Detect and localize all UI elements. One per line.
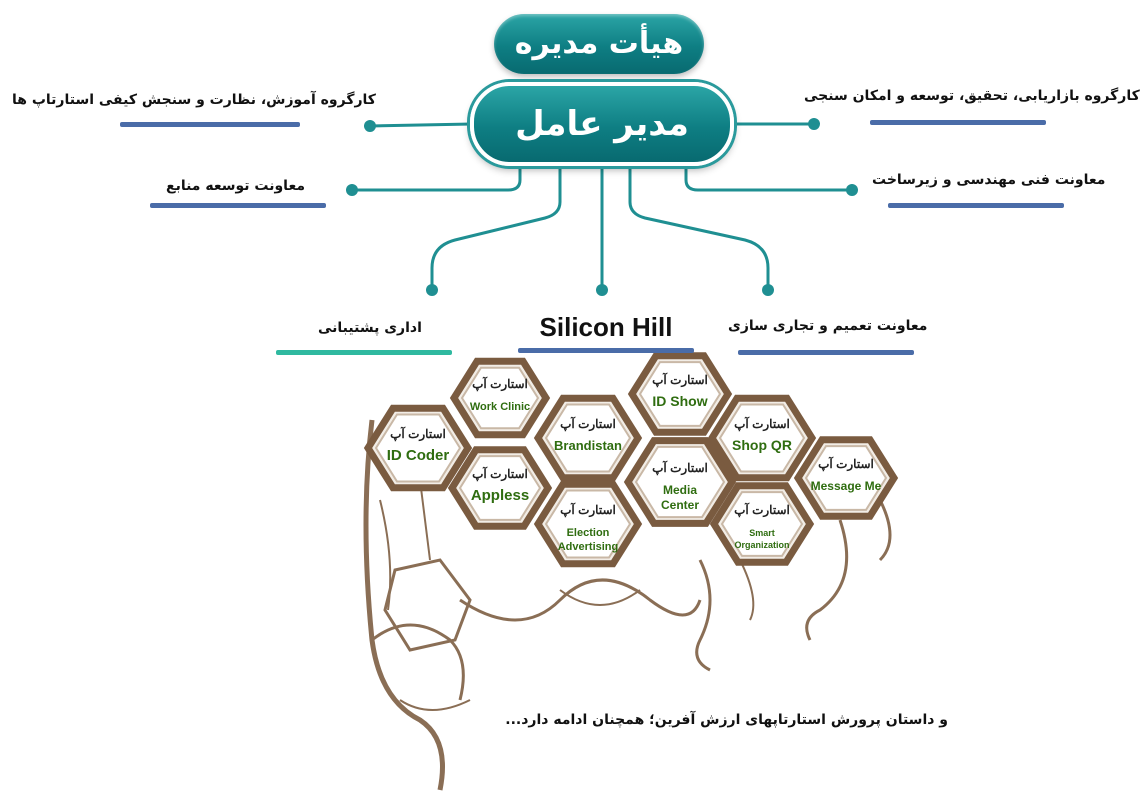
board-of-directors-node: هیأت مدیره bbox=[494, 14, 704, 74]
dot-left-mid bbox=[346, 184, 358, 196]
underline-right-bottom bbox=[738, 350, 914, 355]
connector-right-bottom bbox=[628, 160, 770, 290]
startup-cell: استارت آپ ID Coder bbox=[363, 404, 473, 492]
startup-hex-inner bbox=[544, 489, 632, 559]
startup-hex-inner bbox=[720, 491, 804, 557]
startup-hex-inner bbox=[544, 403, 632, 473]
startup-name-label: Message Me bbox=[811, 479, 882, 493]
connector-left-bottom bbox=[430, 160, 562, 290]
dot-left-top bbox=[364, 120, 376, 132]
startup-name-label: Smart bbox=[749, 528, 775, 538]
startup-cell: استارت آپ Work Clinic bbox=[449, 357, 551, 439]
underline-silicon-hill bbox=[518, 348, 694, 353]
startup-prefix-label: استارت آپ bbox=[560, 415, 616, 432]
dot-left-bottom bbox=[426, 284, 438, 296]
underline-right-mid bbox=[888, 203, 1064, 208]
underline-right-top bbox=[870, 120, 1046, 125]
ceo-node: مدیر عامل bbox=[470, 82, 734, 166]
startup-name-label: Media bbox=[663, 483, 697, 497]
startup-prefix-label: استارت آپ bbox=[818, 455, 874, 472]
label-right-top: کارگروه بازاریابی، تحقیق، توسعه و امکان … bbox=[804, 88, 1140, 104]
startup-prefix-label: استارت آپ bbox=[734, 415, 790, 432]
connector-lines bbox=[352, 122, 852, 290]
startup-cell: استارت آپ Appless bbox=[447, 446, 553, 530]
startup-cell: استارت آپ Brandistan bbox=[533, 394, 643, 482]
startup-cell: استارت آپ ID Show bbox=[627, 352, 733, 436]
startup-hex-inner bbox=[804, 445, 888, 511]
startup-prefix-label: استارت آپ bbox=[560, 501, 616, 518]
startup-prefix-label: استارت آپ bbox=[734, 501, 790, 518]
startup-name-label: Brandistan bbox=[554, 438, 622, 453]
startup-prefix-label: استارت آپ bbox=[472, 465, 528, 482]
startup-hex-inner bbox=[718, 403, 806, 473]
label-right-mid: معاونت فنی مهندسی و زیرساخت bbox=[872, 172, 1106, 188]
startup-name-label: Appless bbox=[471, 487, 529, 504]
startup-prefix-label: استارت آپ bbox=[472, 375, 528, 392]
startup-name-label: Organization bbox=[734, 540, 789, 550]
label-right-bottom: معاونت تعمیم و تجاری سازی bbox=[728, 318, 928, 334]
startup-name-label: Center bbox=[661, 498, 699, 512]
label-left-top: کارگروه آموزش، نظارت و سنجش کیفی استارتا… bbox=[12, 92, 376, 108]
dot-right-mid bbox=[846, 184, 858, 196]
startup-prefix-label: استارت آپ bbox=[652, 371, 708, 388]
connector-right-mid bbox=[684, 158, 852, 192]
silicon-hill-title: Silicon Hill bbox=[539, 312, 673, 342]
underline-left-bottom bbox=[276, 350, 452, 355]
startup-name-label: Advertising bbox=[558, 541, 619, 553]
connector-left-mid bbox=[352, 158, 522, 192]
dot-center-bottom bbox=[596, 284, 608, 296]
dot-right-bottom bbox=[762, 284, 774, 296]
story-caption: و داستان پرورش استارتاپهای ارزش آفرین؛ ه… bbox=[505, 712, 948, 728]
startup-hex-inner bbox=[458, 455, 542, 521]
connector-left-top bbox=[369, 122, 473, 128]
startup-name-label: ID Coder bbox=[387, 447, 450, 464]
startup-name-label: Shop QR bbox=[732, 437, 792, 453]
startup-hex-inner bbox=[634, 445, 726, 519]
hive-drip-illustration bbox=[363, 419, 892, 791]
underline-left-top bbox=[120, 122, 300, 127]
dot-right-top bbox=[808, 118, 820, 130]
startup-name-label: Work Clinic bbox=[470, 401, 530, 413]
startup-cell: استارت آپ Message Me bbox=[793, 436, 899, 520]
label-left-bottom: اداری پشتیبانی bbox=[318, 320, 422, 336]
startup-hex-inner bbox=[460, 366, 540, 430]
startup-prefix-label: استارت آپ bbox=[390, 425, 446, 442]
label-left-mid: معاونت توسعه منابع bbox=[166, 178, 306, 194]
startup-cell: استارت آپ Shop QR bbox=[707, 394, 817, 482]
connector-dots bbox=[346, 118, 858, 296]
startup-name-label: Election bbox=[567, 527, 610, 539]
underline-left-mid bbox=[150, 203, 326, 208]
startup-name-label: ID Show bbox=[652, 393, 707, 409]
startup-prefix-label: استارت آپ bbox=[652, 459, 708, 476]
startup-hex-inner bbox=[374, 413, 462, 483]
startup-hex-inner bbox=[638, 361, 722, 427]
